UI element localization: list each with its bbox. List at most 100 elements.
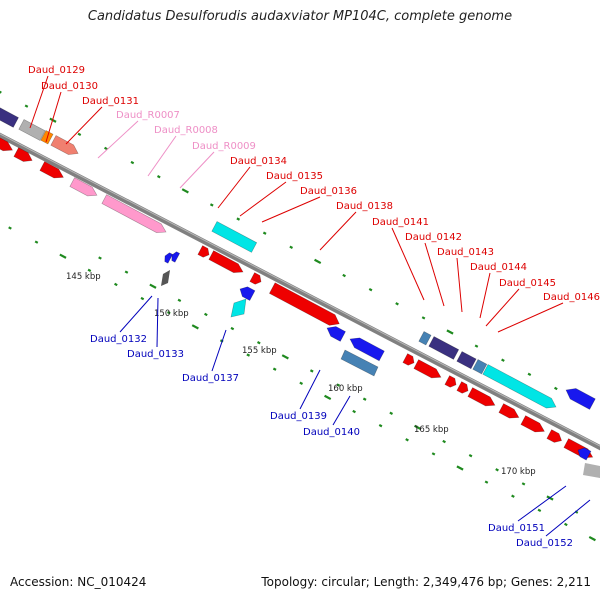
gene-label-forward: Daud_0131: [82, 96, 139, 107]
gene-arrow-red: [402, 353, 415, 366]
gene-label-forward: Daud_0142: [405, 232, 462, 243]
gene-label-forward: Daud_0143: [437, 247, 494, 258]
tick-mark: [446, 329, 454, 335]
tick-mark: [246, 353, 251, 357]
tick-mark: [0, 90, 2, 94]
tick-mark: [34, 240, 39, 244]
label-leader: [179, 151, 215, 189]
tick-mark: [501, 358, 505, 362]
tick-mark: [177, 298, 182, 303]
kbp-label: 145 kbp: [66, 272, 101, 282]
gene-block-steel: [340, 349, 379, 377]
gene-label-reverse: Daud_0139: [270, 411, 327, 422]
tick-mark: [336, 383, 341, 387]
gene-label-rna: Daud_R0007: [116, 110, 180, 121]
gene-label-reverse: Daud_0137: [182, 373, 239, 384]
label-leader: [29, 75, 49, 129]
gene-arrow-red: [13, 147, 33, 162]
gene-label-forward: Daud_0141: [372, 217, 429, 228]
tick-mark: [24, 104, 29, 108]
tick-mark: [87, 268, 92, 273]
tick-mark: [564, 522, 568, 527]
tick-mark: [156, 175, 161, 179]
tick-mark: [98, 256, 102, 260]
tick-mark: [495, 468, 499, 472]
gene-label-forward: Daud_0135: [266, 171, 323, 182]
gene-label-forward: Daud_0145: [499, 278, 556, 289]
tick-mark: [191, 324, 199, 330]
label-leader: [119, 295, 153, 333]
gene-arrow-blue: [577, 447, 592, 461]
label-leader: [239, 181, 287, 217]
label-leader: [261, 196, 321, 223]
gene-block-darkgrey: [161, 270, 170, 286]
tick-mark: [299, 381, 304, 385]
gene-arrow-red: [520, 415, 545, 433]
tick-mark: [521, 482, 526, 486]
gene-label-rna: Daud_R0009: [192, 141, 256, 152]
tick-mark: [362, 397, 367, 401]
kbp-label: 160 kbp: [328, 384, 363, 394]
tick-mark: [324, 394, 332, 401]
gene-arrow-red: [413, 359, 442, 379]
tick-mark: [456, 465, 464, 471]
tick-mark: [272, 367, 277, 371]
map-title: Candidatus Desulforudis audaxviator MP10…: [87, 9, 513, 24]
gene-arrow-red: [546, 429, 562, 443]
tick-mark: [405, 438, 409, 442]
gene-arrow-pink: [69, 177, 98, 197]
gene-arrow-red: [197, 245, 210, 258]
label-leader: [332, 395, 351, 426]
gene-block-salmon: [50, 135, 79, 155]
label-leader: [456, 257, 463, 313]
tick-mark: [442, 439, 446, 444]
tick-mark: [484, 480, 489, 484]
tick-mark: [511, 494, 515, 498]
tick-mark: [378, 423, 383, 428]
label-leader: [545, 499, 591, 537]
label-leader: [97, 120, 139, 159]
tick-mark: [230, 326, 235, 331]
kbp-label: 150 kbp: [154, 309, 189, 319]
tick-mark: [204, 312, 208, 317]
gene-label-forward: Daud_0130: [41, 81, 98, 92]
gene-label-reverse: Daud_0151: [488, 523, 545, 534]
gene-arrow-red: [456, 381, 469, 394]
tick-mark: [209, 203, 214, 207]
gene-arrow-blue: [326, 326, 346, 342]
topology-text: Topology: circular; Length: 2,349,476 bp…: [261, 575, 591, 589]
tick-mark: [468, 453, 473, 458]
gene-label-forward: Daud_0136: [300, 186, 357, 197]
tick-mark: [342, 273, 346, 278]
tick-mark: [588, 535, 596, 542]
gene-arrow-blue: [349, 337, 385, 362]
gene-arrow-red: [208, 250, 244, 273]
gene-arrow-blue: [171, 251, 181, 263]
tick-mark: [140, 296, 145, 301]
label-leader: [65, 106, 103, 145]
gene-label-rna: Daud_R0008: [154, 125, 218, 136]
tick-mark: [352, 409, 356, 414]
gene-label-forward: Daud_0146: [543, 292, 600, 303]
label-leader: [319, 211, 357, 251]
label-leader: [391, 227, 425, 301]
gene-arrow-blue: [239, 286, 256, 301]
gene-label-forward: Daud_0134: [230, 156, 287, 167]
tick-mark: [527, 372, 532, 377]
label-leader: [424, 242, 445, 307]
tick-mark: [149, 283, 157, 289]
tick-mark: [289, 245, 294, 249]
gene-block-grey: [583, 463, 600, 478]
gene-arrow-red: [0, 137, 13, 152]
gene-block-navy: [456, 351, 477, 370]
tick-mark: [8, 226, 12, 230]
backbone-highlight: [0, 133, 600, 447]
gene-block-navy: [0, 107, 19, 128]
tick-mark: [309, 369, 314, 373]
kbp-label: 165 kbp: [414, 425, 449, 435]
tick-mark: [256, 341, 261, 345]
gene-label-reverse: Daud_0140: [303, 427, 360, 438]
label-leader: [217, 166, 251, 209]
tick-mark: [114, 282, 118, 287]
